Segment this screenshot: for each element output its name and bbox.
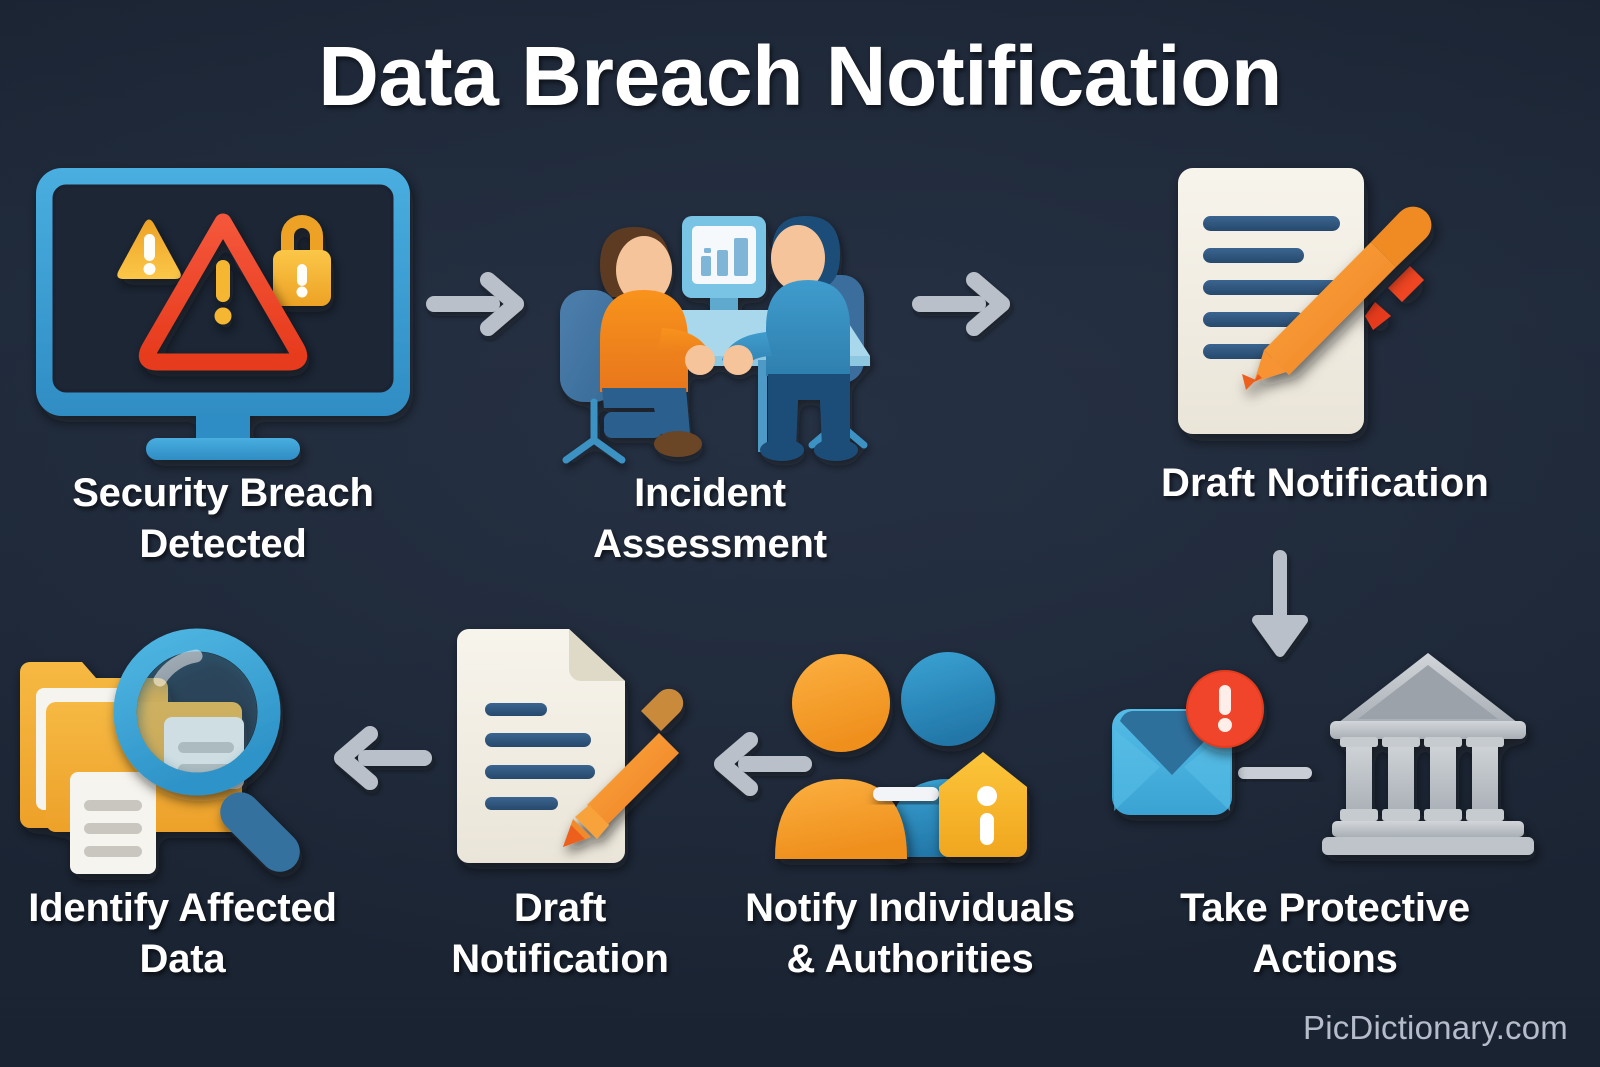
step-label: Security Breach Detected: [72, 471, 374, 567]
arrow-right-icon: [910, 268, 1014, 340]
magnifying-glass-icon: [113, 628, 300, 872]
envelope-alert-bank-icon: [1090, 625, 1560, 875]
monitor-warning-lock-icon: [28, 160, 418, 460]
step-draft-notification-bottom[interactable]: Draft Notification: [435, 625, 685, 985]
arrow-right-icon: [424, 268, 528, 340]
pencil-icon: [1242, 206, 1432, 390]
step-label: Draft Notification: [451, 886, 669, 982]
arrow-left-icon: [330, 722, 434, 794]
two-avatars-info-icon: [745, 625, 1075, 875]
pencil-icon: [563, 688, 684, 847]
folders-magnifier-icon: [10, 620, 355, 875]
arrow-down-icon: [1245, 548, 1315, 660]
step-draft-notification-top[interactable]: Draft Notification: [1090, 160, 1560, 509]
watermark: PicDictionary.com: [1302, 1009, 1568, 1046]
envelope-icon: [1112, 709, 1232, 815]
step-incident-assessment[interactable]: Incident Assessment: [540, 160, 880, 570]
government-building-icon: [1322, 653, 1534, 855]
step-label: Identify Affected Data: [28, 886, 337, 982]
step-take-protective-actions[interactable]: Take Protective Actions: [1090, 625, 1560, 985]
avatar-orange: [775, 654, 907, 859]
info-badge-icon: [939, 752, 1027, 857]
page-title: Data Breach Notification: [318, 29, 1282, 123]
step-notify-individuals-authorities[interactable]: Notify Individuals & Authorities: [745, 625, 1075, 985]
yellow-warning-triangle-icon: [117, 219, 181, 279]
step-label: Incident Assessment: [593, 471, 827, 567]
two-people-at-desk-icon: [540, 160, 880, 464]
step-identify-affected-data[interactable]: Identify Affected Data: [10, 620, 355, 985]
step-label: Notify Individuals & Authorities: [745, 886, 1075, 982]
red-warning-triangle-icon: [138, 213, 308, 371]
document-pencil-icon: [1090, 160, 1560, 450]
alert-badge-icon: [1186, 670, 1264, 748]
arrow-left-icon: [710, 728, 814, 800]
step-security-breach-detected[interactable]: Security Breach Detected: [28, 160, 418, 570]
padlock-icon: [273, 215, 331, 306]
step-label: Take Protective Actions: [1180, 886, 1470, 982]
step-label: Draft Notification: [1160, 461, 1490, 505]
document-pencil-icon: [435, 625, 685, 875]
